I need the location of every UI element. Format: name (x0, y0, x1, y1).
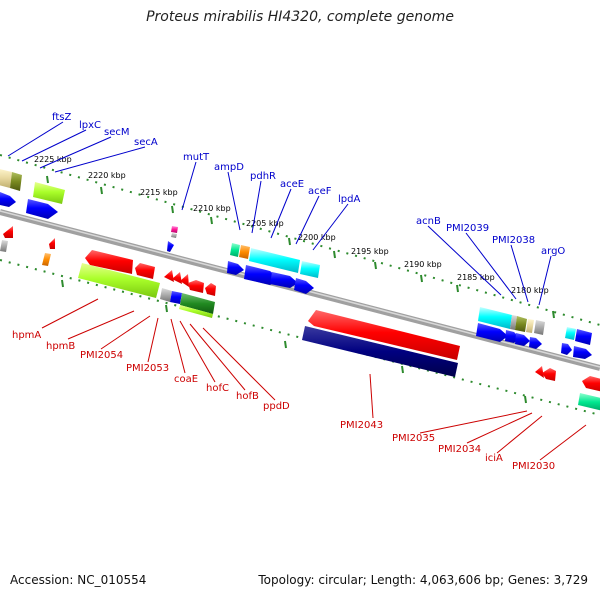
map-title: Proteus mirabilis HI4320, complete genom… (146, 9, 454, 25)
feature-arrow (515, 333, 530, 346)
gene-label: PMI2034 (438, 444, 481, 455)
gene-label: PMI2038 (492, 235, 535, 246)
feature-arrow (180, 274, 189, 287)
feature-arrow (205, 283, 216, 296)
feature-arrow (573, 346, 592, 359)
feature-arrow (294, 278, 314, 294)
feature-arrow (561, 343, 572, 355)
gene-label: pdhR (250, 171, 276, 182)
reverse-leader-lines (41, 298, 587, 461)
feature-arrow (227, 261, 244, 275)
gene-label: acnB (416, 216, 441, 227)
feature-gene (575, 329, 592, 345)
feature-gene (239, 245, 250, 259)
gene-label: PMI2035 (392, 433, 435, 444)
gene-label: ampD (214, 162, 244, 173)
feature-gene (160, 288, 172, 302)
feature-arrow (3, 226, 13, 238)
reverse-features (0, 226, 600, 411)
kbp-label: 2205 kbp (246, 219, 284, 228)
gene-label: PMI2030 (512, 461, 555, 472)
feature-gene (515, 316, 527, 332)
feature-gene (526, 319, 534, 333)
feature-arrow (49, 238, 55, 249)
feature-gene (230, 243, 240, 257)
gene-label: coaE (174, 374, 198, 385)
kbp-label: 2225 kbp (34, 155, 72, 164)
gene-label: secA (134, 137, 158, 148)
gene-label: mutT (183, 152, 210, 163)
gene-label: hofC (206, 383, 229, 394)
gene-label: lpdA (338, 194, 360, 205)
topology-text: Topology: circular; Length: 4,063,606 bp… (258, 573, 588, 587)
kbp-label: 2215 kbp (140, 188, 178, 197)
feature-gene (78, 263, 160, 298)
feature-gene (10, 172, 22, 191)
feature-gene (42, 253, 51, 266)
feature-gene (302, 326, 458, 377)
gene-label: hpmB (46, 341, 75, 352)
forward-leader-lines (7, 121, 552, 306)
gene-label: hpmA (12, 330, 41, 341)
feature-arrow (308, 310, 460, 360)
feature-gene (300, 261, 320, 278)
kbp-label: 2220 kbp (88, 171, 126, 180)
gene-label: PMI2043 (340, 420, 383, 431)
gene-label: aceF (308, 186, 332, 197)
kbp-label: 2200 kbp (298, 233, 336, 242)
gene-label: ftsZ (52, 112, 71, 123)
feature-gene (0, 169, 12, 188)
forward-gene-labels: ftsZ lpxC secM secA mutT ampD pdhR aceE … (52, 112, 565, 257)
kbp-label: 2190 kbp (404, 260, 442, 269)
feature-gene (534, 320, 545, 335)
feature-gene (249, 248, 300, 273)
feature-gene (578, 393, 600, 411)
feature-gene (0, 240, 8, 252)
feature-gene (171, 226, 178, 233)
major-ticks (46, 175, 555, 404)
gene-label: iciA (485, 453, 503, 464)
gene-label: PMI2054 (80, 350, 123, 361)
kbp-label: 2195 kbp (351, 247, 389, 256)
feature-gene (171, 233, 177, 238)
gene-label: ppdD (263, 401, 290, 412)
feature-arrow (270, 272, 298, 288)
gene-label: aceE (280, 179, 304, 190)
kbp-label: 2180 kbp (511, 286, 549, 295)
feature-gene (179, 305, 213, 318)
feature-arrow (529, 337, 542, 349)
gene-label: hofB (236, 391, 259, 402)
gene-label: PMI2053 (126, 363, 169, 374)
feature-gene (478, 307, 512, 329)
feature-arrow (164, 270, 174, 282)
kbp-label: 2210 kbp (193, 204, 231, 213)
feature-arrow (476, 323, 508, 342)
feature-arrow (535, 366, 544, 378)
feature-arrow (135, 263, 155, 279)
reverse-gene-labels: hpmA hpmB PMI2054 PMI2053 coaE hofC hofB… (12, 330, 555, 472)
kbp-label: 2185 kbp (457, 273, 495, 282)
feature-arrow (582, 376, 600, 392)
feature-arrow (167, 241, 174, 252)
feature-gene (510, 315, 517, 330)
forward-features (0, 169, 592, 359)
feature-gene (33, 182, 65, 204)
feature-arrow (188, 280, 204, 293)
accession-text: Accession: NC_010554 (10, 573, 147, 587)
gene-label: lpxC (79, 120, 101, 131)
feature-gene (565, 327, 576, 340)
feature-arrow (0, 192, 16, 207)
feature-arrow (85, 250, 133, 274)
gene-label: secM (104, 127, 130, 138)
feature-arrow (542, 368, 556, 381)
gene-label: PMI2039 (446, 223, 489, 234)
gene-label: argO (541, 246, 565, 257)
feature-arrow (26, 199, 58, 219)
feature-gene (170, 291, 182, 304)
feature-gene (180, 293, 215, 314)
feature-arrow (172, 272, 182, 284)
